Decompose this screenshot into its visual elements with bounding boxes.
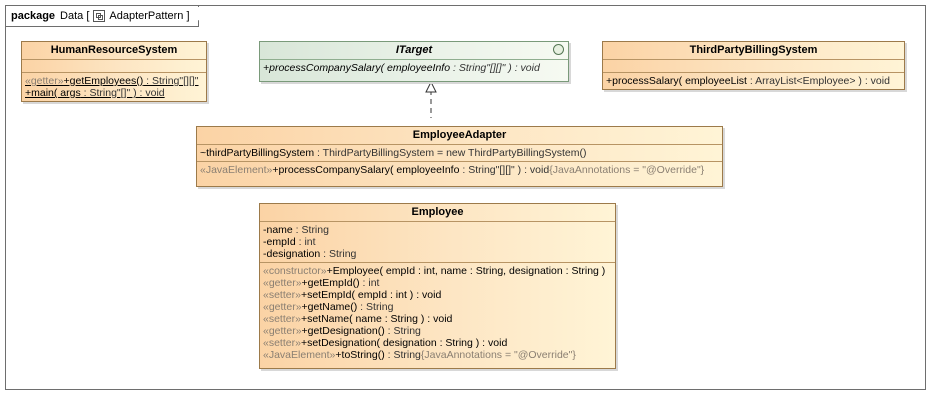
operation[interactable]: «setter»+setName( name : String ) : void	[263, 313, 453, 325]
operations-compartment: «getter»+getEmployees() : String"[][]" +…	[22, 73, 206, 101]
operation[interactable]: +main( args : String"[]" ) : void	[25, 87, 165, 99]
class-employee[interactable]: Employee -name : String -empId : int -de…	[259, 203, 616, 369]
attribute[interactable]: -name : String	[263, 224, 329, 236]
attribute[interactable]: ~thirdPartyBillingSystem : ThirdPartyBil…	[200, 147, 587, 159]
operations-compartment: «constructor»+Employee( empId : int, nam…	[260, 263, 615, 363]
attribute[interactable]: -empId : int	[263, 236, 316, 248]
class-diagram-icon	[93, 10, 106, 22]
operation[interactable]: «getter»+getName() : String	[263, 301, 394, 313]
operation[interactable]: «JavaElement»+processCompanySalary( empl…	[200, 164, 705, 176]
attributes-compartment: -name : String -empId : int -designation…	[260, 222, 615, 263]
operation[interactable]: «setter»+setDesignation( designation : S…	[263, 337, 508, 349]
operations-compartment: «JavaElement»+processCompanySalary( empl…	[197, 162, 722, 178]
operation[interactable]: «getter»+getEmpId() : int	[263, 277, 380, 289]
attributes-compartment	[603, 60, 904, 73]
operation[interactable]: «setter»+setEmpId( empId : int ) : void	[263, 289, 442, 301]
package-name: Data	[60, 10, 84, 22]
class-third-party-billing-system[interactable]: ThirdPartyBillingSystem +processSalary( …	[602, 41, 905, 90]
class-name: EmployeeAdapter	[197, 127, 722, 145]
operations-compartment: +processCompanySalary( employeeInfo : St…	[260, 60, 568, 76]
class-name: HumanResourceSystem	[22, 42, 206, 60]
diagram-name: AdapterPattern	[109, 10, 184, 22]
interface-icon	[553, 44, 564, 55]
operations-compartment: +processSalary( employeeList : ArrayList…	[603, 73, 904, 89]
class-human-resource-system[interactable]: HumanResourceSystem «getter»+getEmployee…	[21, 41, 207, 102]
package-frame: package Data [ AdapterPattern ]	[5, 5, 926, 390]
operation[interactable]: «constructor»+Employee( empId : int, nam…	[263, 265, 606, 277]
operation[interactable]: +processSalary( employeeList : ArrayList…	[606, 75, 890, 87]
operation[interactable]: «getter»+getDesignation() : String	[263, 325, 421, 337]
realization-arrowhead	[425, 80, 437, 93]
frame-header: package Data [ AdapterPattern ]	[6, 6, 205, 27]
operation[interactable]: «getter»+getEmployees() : String"[][]"	[25, 75, 199, 87]
operation[interactable]: «JavaElement»+toString() : String{JavaAn…	[263, 349, 576, 361]
frame-keyword: package	[11, 10, 56, 22]
operation[interactable]: +processCompanySalary( employeeInfo : St…	[263, 62, 540, 74]
class-name: ThirdPartyBillingSystem	[603, 42, 904, 60]
attributes-compartment	[22, 60, 206, 73]
attribute[interactable]: -designation : String	[263, 248, 357, 260]
interface-name: ITarget	[395, 44, 433, 56]
attributes-compartment: ~thirdPartyBillingSystem : ThirdPartyBil…	[197, 145, 722, 162]
class-employee-adapter[interactable]: EmployeeAdapter ~thirdPartyBillingSystem…	[196, 126, 723, 187]
class-name: Employee	[260, 204, 615, 222]
interface-itarget[interactable]: ITarget +processCompanySalary( employeeI…	[259, 41, 569, 82]
